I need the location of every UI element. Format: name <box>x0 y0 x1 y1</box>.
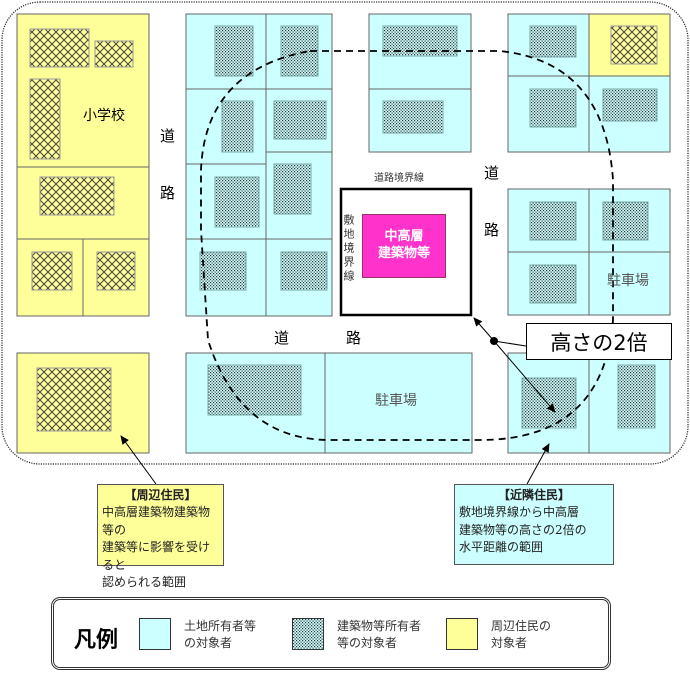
legend-item-land-owner-line1: 土地所有者等 <box>184 619 257 633</box>
school-label: 小学校 <box>83 108 125 124</box>
height-callout: 高さの2倍 <box>526 323 672 360</box>
neighbor-residents-line-3: 水平距離の範囲 <box>459 540 544 555</box>
road-label-bottom-1: 道 <box>274 329 290 347</box>
cyan-block-bottom-middle <box>185 352 473 454</box>
cyan-block-top-right <box>507 13 671 153</box>
cyan-block-right-middle <box>507 188 671 316</box>
cyan-block-left <box>185 13 333 317</box>
road-label-right-2: 路 <box>484 221 500 239</box>
legend-item-building-owner-line1: 建築物等所有者 <box>337 619 422 633</box>
road-label-bottom-2: 路 <box>346 329 362 347</box>
legend-item-surrounding-resident-line2: 対象者 <box>491 635 528 650</box>
parking-label-bottom: 駐車場 <box>375 393 417 409</box>
road-label-right-1: 道 <box>484 164 500 182</box>
twice-height-range-line <box>200 50 614 441</box>
yellow-block-bottom-left <box>16 352 150 454</box>
yellow-swatch-icon <box>446 618 478 650</box>
legend-item-surrounding-resident-line1: 周辺住民の <box>491 619 552 633</box>
neighbor-residents-title: 【近隣住民】 <box>497 488 570 502</box>
surrounding-residents-note: 【周辺住民】 中高層建築物建築物等の 建築等に影響を受けると 認められる範囲 <box>97 484 224 589</box>
dotted-swatch-icon <box>292 618 324 650</box>
neighbor-residents-line-2: 建築物等の高さの2倍の <box>459 522 587 537</box>
road-label-left-2: 路 <box>160 184 176 202</box>
target-building-line1: 中高層 <box>384 229 424 245</box>
cyan-block-bottom-right <box>507 352 671 454</box>
legend-title: 凡例 <box>74 628 119 653</box>
school-block <box>16 13 150 317</box>
surrounding-residents-title: 【周辺住民】 <box>124 488 197 502</box>
road-boundary-label: 道路境界線 <box>374 173 424 184</box>
surrounding-residents-line-3: 認められる範囲 <box>102 574 187 589</box>
target-building-line2: 建築物等 <box>377 246 430 261</box>
parking-label-right: 駐車場 <box>607 273 649 289</box>
surrounding-area-boundary <box>1 1 689 465</box>
legend-item-building-owner: 建築物等所有者 等の対象者 <box>337 618 421 652</box>
cyan-swatch-icon <box>139 618 171 650</box>
surrounding-residents-line-1: 中高層建築物建築物等の <box>102 505 211 537</box>
neighbor-residents-note: 【近隣住民】 敷地境界線から中高層 建築物等の高さの2倍の 水平距離の範囲 <box>454 484 614 565</box>
legend-item-land-owner-line2: の対象者 <box>184 635 233 650</box>
target-building: 中高層 建築物等 <box>362 214 446 278</box>
road-label-left-1: 道 <box>160 127 176 145</box>
legend: 凡例 土地所有者等 の対象者 建築物等所有者 等の対象者 周辺住民の 対象者 <box>51 597 611 670</box>
neighbor-residents-line-1: 敷地境界線から中高層 <box>459 505 580 520</box>
legend-item-land-owner: 土地所有者等 の対象者 <box>184 618 256 652</box>
legend-item-building-owner-line2: 等の対象者 <box>337 635 398 650</box>
surrounding-residents-line-2: 建築等に影響を受けると <box>102 540 211 572</box>
site-boundary-label: 敷地境界線 <box>342 214 355 284</box>
legend-item-surrounding-resident: 周辺住民の 対象者 <box>491 618 551 652</box>
cyan-block-top-middle <box>368 13 472 153</box>
